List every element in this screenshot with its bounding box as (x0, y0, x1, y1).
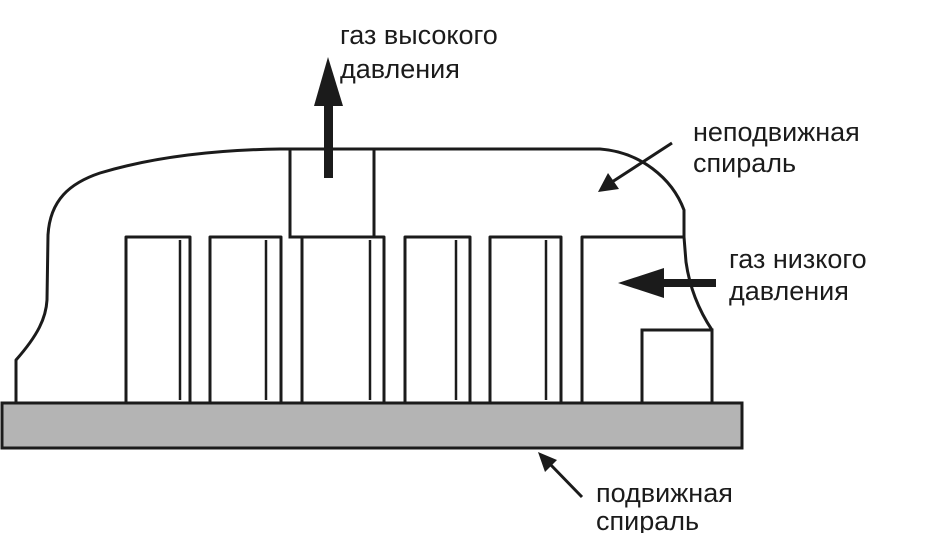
suction-block (640, 328, 714, 405)
high-pressure-gas-label: газ высокого давления (340, 20, 505, 84)
fixed-scroll-label-line-2: спираль (693, 148, 796, 178)
fixed-scroll-body (14, 147, 686, 405)
moving-scroll-pointer-arrow-icon (538, 452, 584, 499)
fixed-scroll-pointer-arrow-icon (598, 141, 673, 192)
high-pressure-gas-label-line-2: давления (340, 54, 460, 84)
low-pressure-gas-label-line-2: давления (729, 276, 849, 306)
low-pressure-gas-label: газ низкого давления (729, 244, 874, 306)
fixed-scroll-label-line-1: неподвижная (693, 117, 860, 147)
high-pressure-gas-label-line-1: газ высокого (340, 20, 498, 50)
fixed-scroll-vane-walls (178, 240, 548, 400)
moving-scroll-label-line-2: спираль (596, 506, 699, 533)
arrows (314, 57, 716, 499)
moving-scroll-label: подвижная спираль (596, 478, 740, 533)
fixed-scroll-label: неподвижная спираль (693, 117, 867, 178)
low-pressure-arrow-icon (618, 268, 716, 298)
moving-scroll-label-line-1: подвижная (596, 478, 733, 508)
high-pressure-arrow-icon (314, 57, 343, 178)
low-pressure-gas-label-line-1: газ низкого (729, 244, 867, 274)
